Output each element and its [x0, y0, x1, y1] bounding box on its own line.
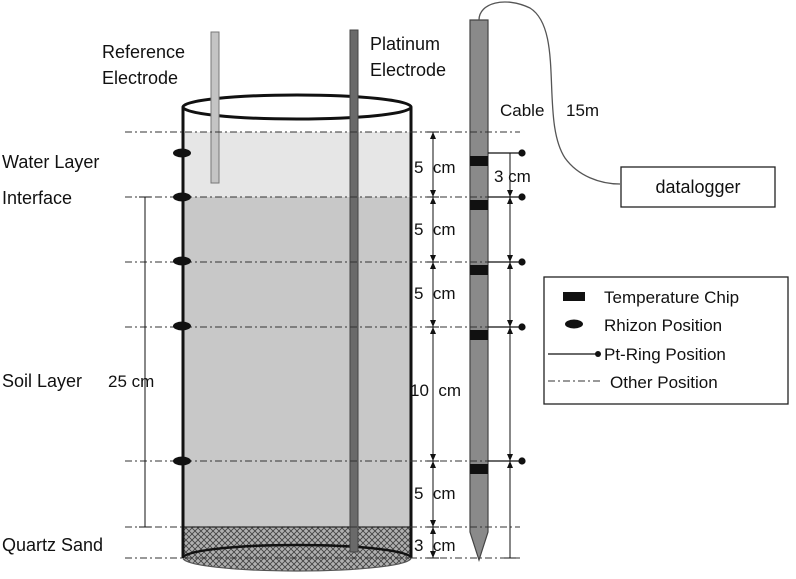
legend-rhizon-position: Rhizon Position [604, 316, 722, 335]
dim-seg-soil-1: 5 cm [414, 220, 456, 239]
dim-seg-water: 5 cm [414, 158, 456, 177]
reference-electrode-label-2: Electrode [102, 68, 178, 88]
temperature-chip [470, 265, 488, 275]
dim-seg-soil-4: 5 cm [414, 484, 456, 503]
platinum-electrode-label-1: Platinum [370, 34, 440, 54]
datalogger-box [620, 166, 776, 208]
quartz-sand-label: Quartz Sand [2, 535, 103, 555]
temperature-chip [470, 156, 488, 166]
interface-label: Interface [2, 188, 72, 208]
water-layer-fill [183, 132, 411, 197]
datalogger-label: datalogger [655, 177, 740, 197]
column-top-rim [181, 93, 413, 121]
cable-label: Cable [500, 101, 544, 120]
temperature-probe [469, 19, 489, 562]
dim-seg-soil-3: 10 cm [410, 381, 461, 400]
dim-arrowheads [430, 132, 513, 558]
pt-ring-markers [488, 149, 526, 465]
soil-layer-fill [183, 197, 411, 527]
dim-seg-sand: 3 cm [414, 536, 456, 555]
soil-layer-label: Soil Layer [2, 371, 82, 391]
temperature-chip [470, 464, 488, 474]
soil-column [181, 93, 413, 572]
cable-line [478, 1, 621, 185]
temperature-chip [470, 330, 488, 340]
legend: Temperature Chip Rhizon Position Pt-Ring… [543, 276, 789, 405]
rhizon-position [173, 148, 191, 158]
dim-chip-offset: 3 cm [494, 167, 531, 186]
legend-other-position: Other Position [610, 373, 718, 392]
rhizon-markers [173, 148, 191, 466]
legend-chip-swatch [563, 292, 585, 301]
platinum-electrode [349, 29, 359, 553]
dim-seg-soil-2: 5 cm [414, 284, 456, 303]
dim-soil-total: 25 cm [108, 372, 154, 391]
reference-electrode [210, 31, 220, 184]
platinum-electrode-label-2: Electrode [370, 60, 446, 80]
rhizon-position [173, 456, 191, 466]
temperature-chip [470, 200, 488, 210]
legend-rhizon-swatch [565, 319, 583, 329]
legend-pt-ring-position: Pt-Ring Position [604, 345, 726, 364]
rhizon-position [173, 256, 191, 266]
cable-length-label: 15m [566, 101, 599, 120]
rhizon-position [173, 321, 191, 331]
legend-temperature-chip: Temperature Chip [604, 288, 739, 307]
reference-electrode-label-1: Reference [102, 42, 185, 62]
water-layer-label: Water Layer [2, 152, 99, 172]
rhizon-position [173, 192, 191, 202]
